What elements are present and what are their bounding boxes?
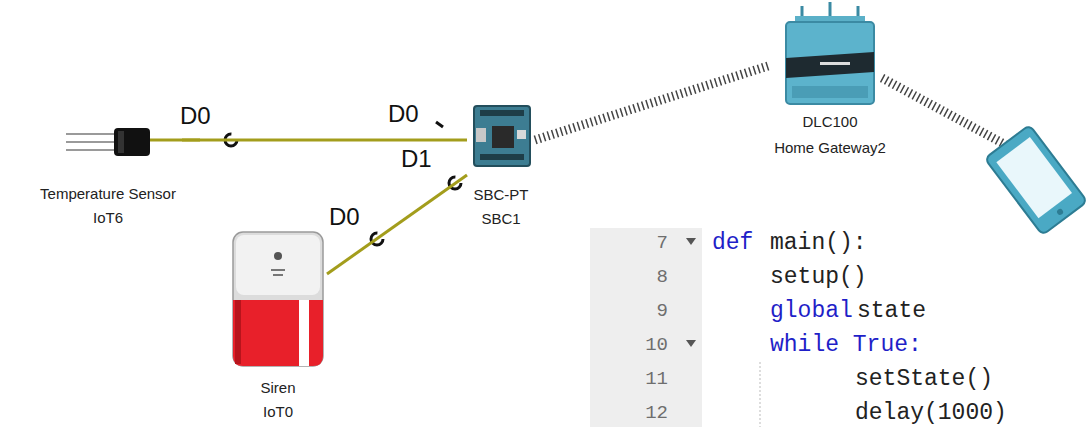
sensor-node: Temperature SensorIoT6	[34, 124, 182, 230]
wireless-link	[535, 66, 768, 140]
gateway-node: DLC100Home Gateway2	[768, 0, 892, 161]
code-text: setup()	[770, 264, 867, 290]
device-type: Temperature Sensor	[40, 182, 176, 206]
device-name: Home Gateway2	[774, 135, 886, 161]
line-number: 12	[645, 402, 668, 424]
indent-guide	[760, 362, 761, 427]
port-label: D1	[401, 145, 432, 173]
code-keyword: global	[770, 298, 853, 324]
device-type: SBC-PT	[473, 183, 528, 207]
cable-wire	[182, 140, 467, 141]
code-text: state	[857, 298, 926, 324]
temperature-sensor-icon	[66, 128, 150, 156]
port-label: D0	[329, 203, 360, 231]
code-keyword: while True:	[770, 332, 922, 358]
line-number: 10	[645, 334, 668, 356]
device-type: DLC100	[802, 109, 857, 135]
device-name: IoT0	[263, 400, 293, 424]
line-number: 9	[657, 300, 668, 322]
port-label: D0	[388, 100, 419, 128]
home-gateway-icon	[786, 2, 874, 104]
code-text: main():	[770, 230, 867, 256]
tablet-icon	[985, 125, 1086, 235]
line-number: 8	[657, 266, 668, 288]
fold-marker	[686, 340, 696, 347]
port-tick	[436, 122, 443, 127]
device-name: IoT6	[93, 206, 123, 230]
code-text: setState()	[855, 366, 993, 392]
sbc-board-icon	[474, 106, 530, 166]
cable-hook	[225, 134, 461, 245]
code-keyword: def	[712, 230, 753, 256]
code-gutter	[590, 228, 702, 427]
device-type: Siren	[260, 376, 295, 400]
device-name: SBC1	[481, 207, 520, 231]
fold-marker	[686, 238, 696, 245]
line-number: 11	[645, 368, 668, 390]
siren-icon	[233, 232, 323, 366]
line-number: 7	[657, 232, 668, 254]
siren-node: SirenIoT0	[229, 228, 327, 424]
port-label: D0	[180, 102, 211, 130]
sbc-node: SBC-PTSBC1	[467, 100, 535, 231]
code-text: delay(1000)	[855, 400, 1007, 426]
cable-wire	[327, 175, 467, 274]
